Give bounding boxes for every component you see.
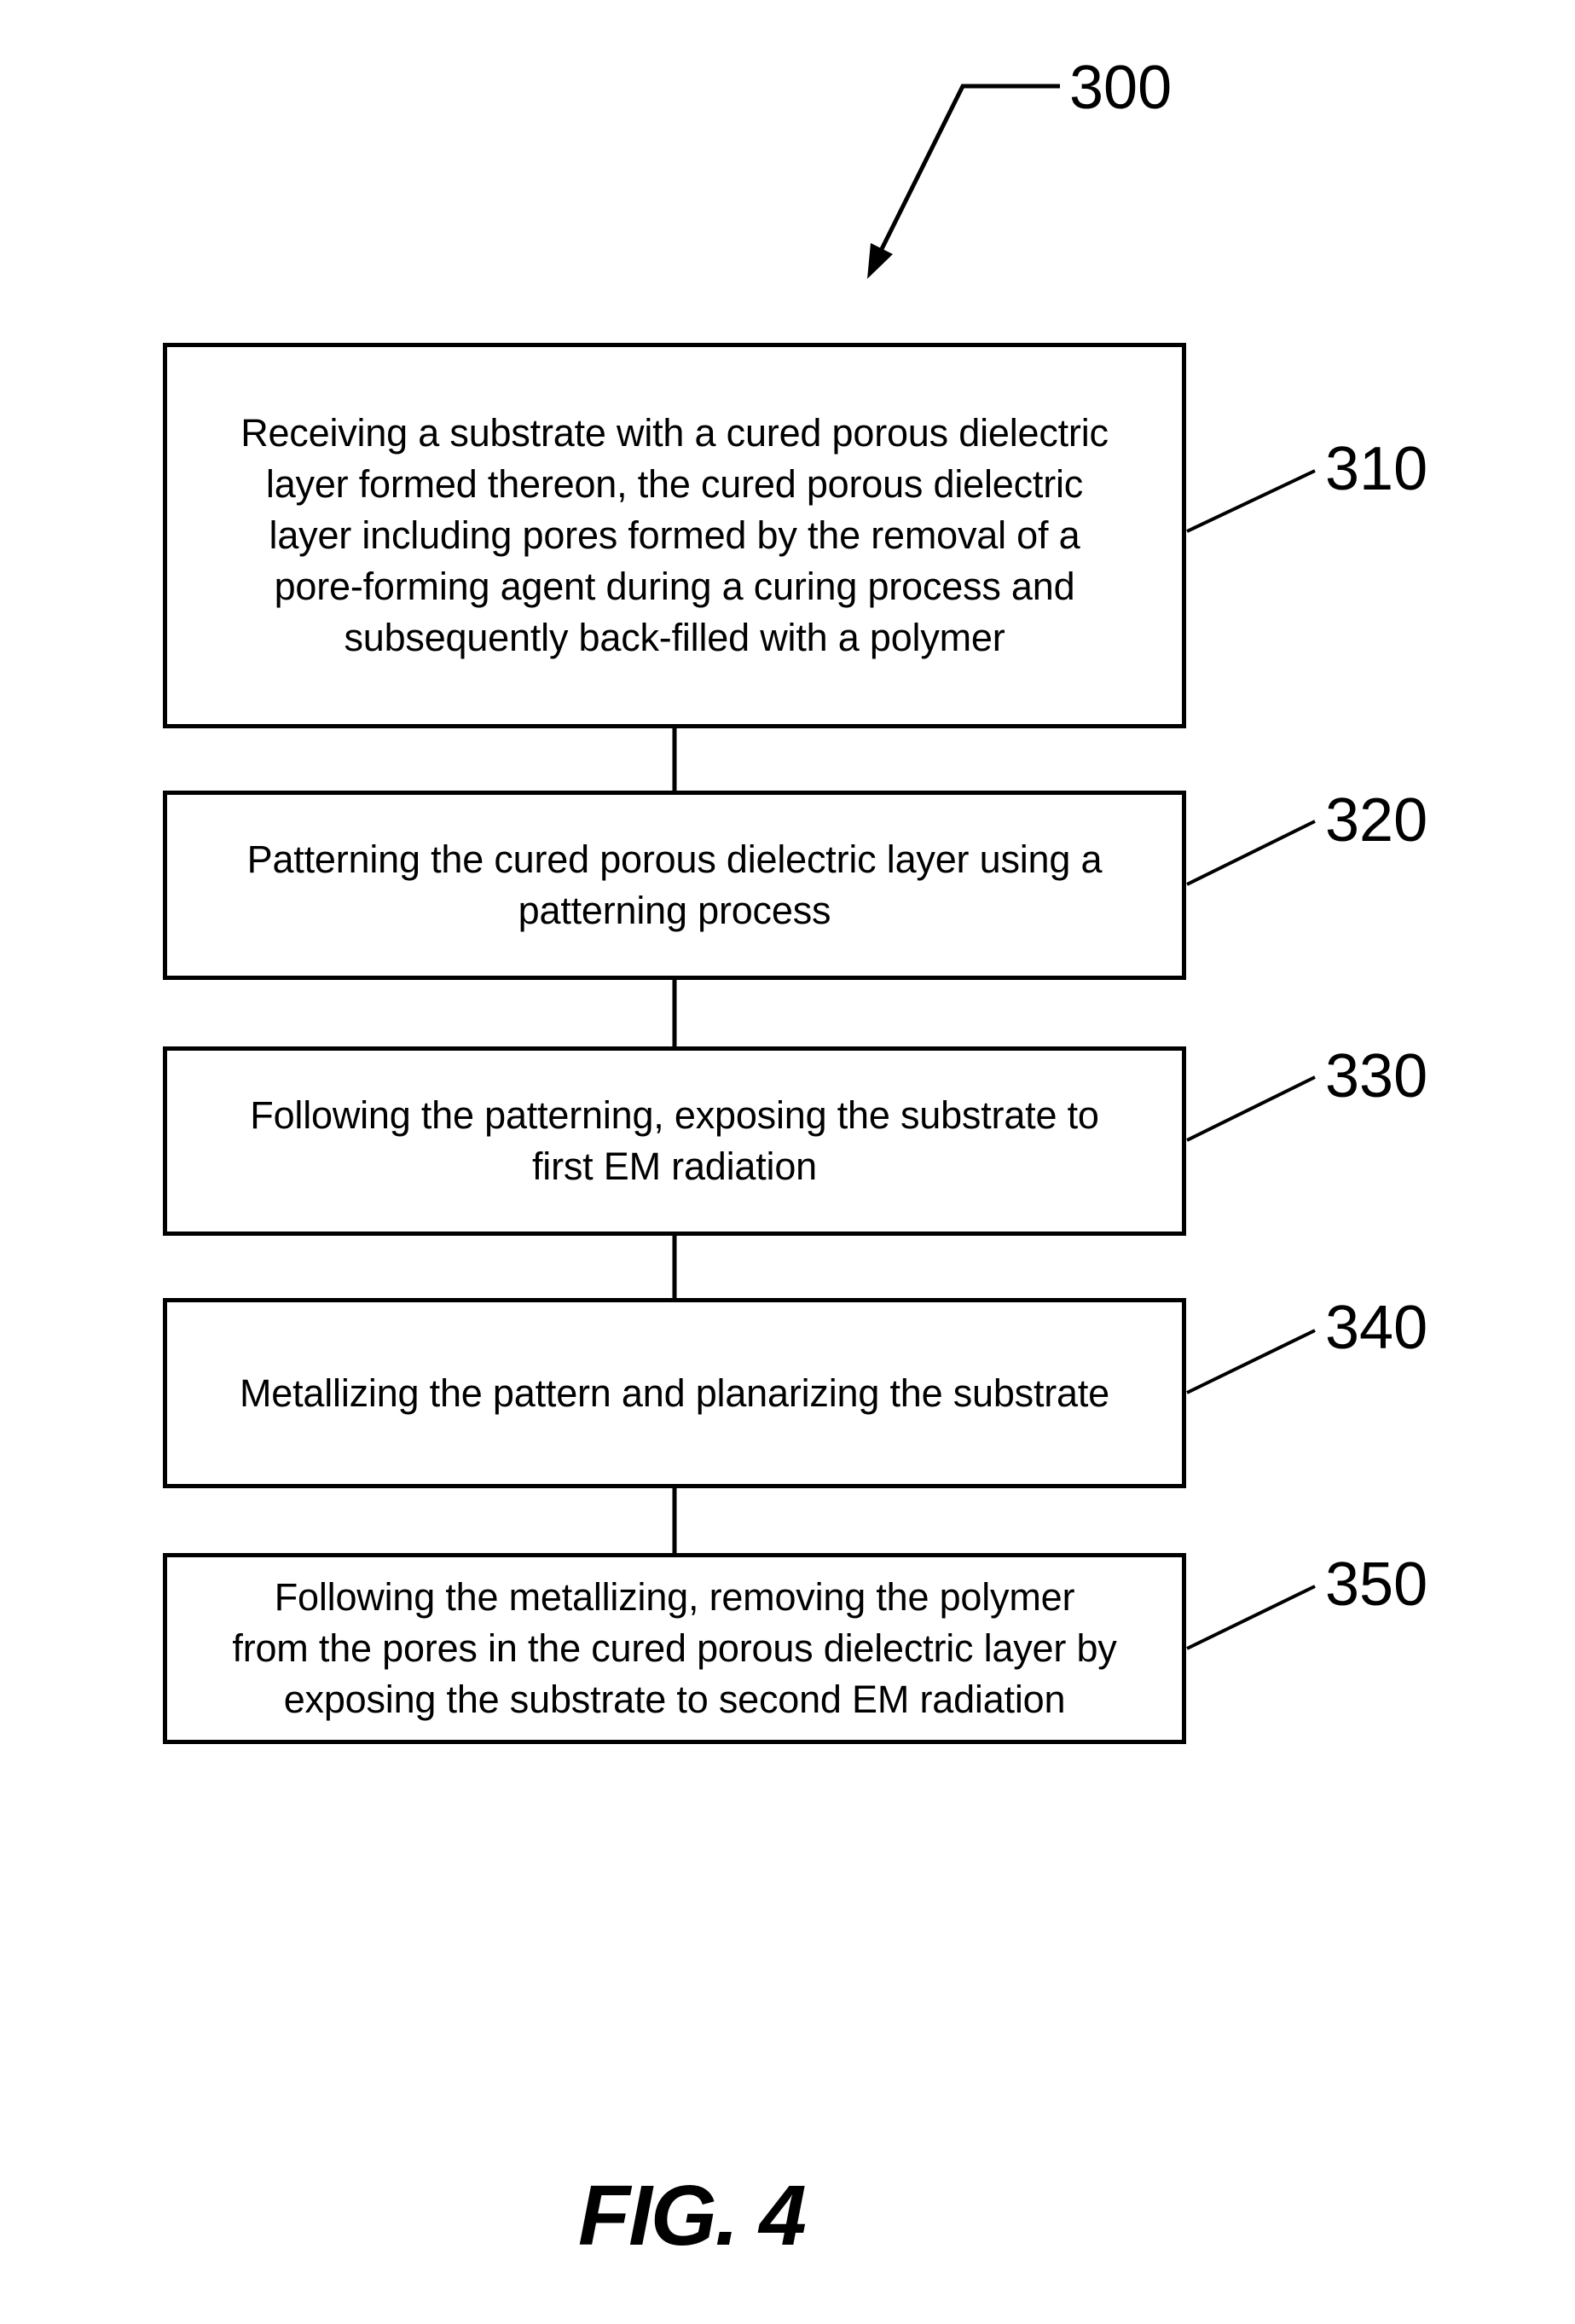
step-reference-330: 330 — [1325, 1046, 1427, 1107]
step-text: Following the patterning, exposing the s… — [233, 1090, 1115, 1192]
leader-320 — [1187, 821, 1315, 884]
step-reference-350: 350 — [1325, 1554, 1427, 1615]
leader-310 — [1187, 471, 1315, 531]
step-reference-340: 340 — [1325, 1297, 1427, 1359]
step-text: Patterning the cured porous dielectric l… — [230, 834, 1120, 936]
leader-340 — [1187, 1330, 1315, 1393]
figure-reference-leader — [878, 86, 1060, 256]
step-text: Metallizing the pattern and planarizing … — [223, 1368, 1126, 1419]
flow-step-330: Following the patterning, exposing the s… — [163, 1046, 1186, 1236]
flow-step-340: Metallizing the pattern and planarizing … — [163, 1298, 1186, 1488]
figure-reference-number: 300 — [1069, 57, 1172, 119]
step-text: Receiving a substrate with a cured porou… — [223, 408, 1126, 664]
step-text: Following the metallizing, removing the … — [215, 1572, 1133, 1725]
leader-350 — [1187, 1586, 1315, 1649]
arrowhead-icon — [867, 243, 893, 279]
flow-step-320: Patterning the cured porous dielectric l… — [163, 791, 1186, 980]
leader-330 — [1187, 1077, 1315, 1140]
step-reference-310: 310 — [1325, 438, 1427, 500]
flow-step-350: Following the metallizing, removing the … — [163, 1553, 1186, 1744]
figure-caption: FIG. 4 — [578, 2173, 805, 2258]
flow-step-310: Receiving a substrate with a cured porou… — [163, 343, 1186, 728]
step-reference-320: 320 — [1325, 790, 1427, 851]
